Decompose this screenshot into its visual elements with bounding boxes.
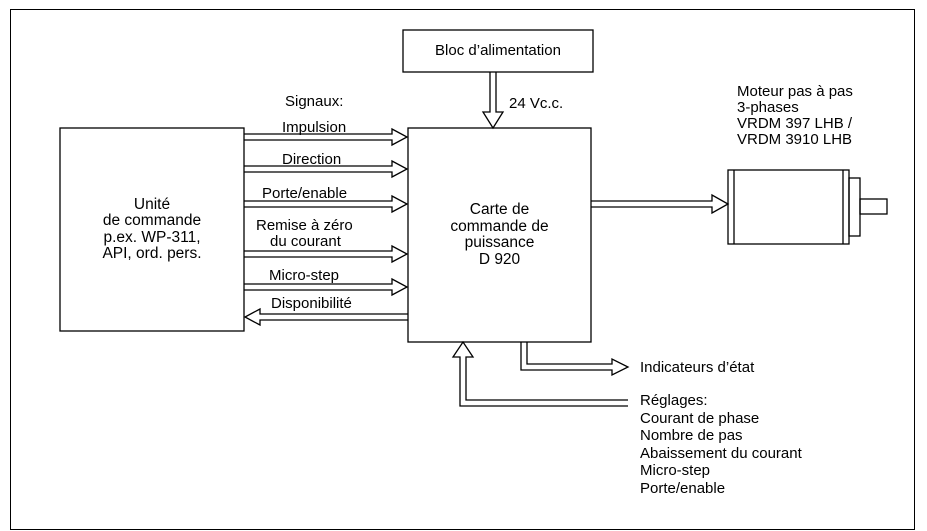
signal-arrow-remise: [244, 244, 409, 264]
power-supply-label: Bloc d’alimentation: [435, 42, 561, 59]
power-card-line: puissance: [464, 234, 535, 251]
settings-item: Porte/enable: [640, 479, 726, 497]
signal-arrow-disponibilite: [243, 307, 408, 327]
settings-heading: Réglages:: [640, 392, 708, 409]
signal-label-microstep: Micro-step: [269, 267, 340, 284]
motor-label-line: VRDM 397 LHB /: [737, 115, 853, 132]
control-unit-box: [59, 127, 245, 332]
signal-label-disponibilite: Disponibilité: [271, 295, 352, 312]
signal-arrow-porte: [244, 194, 409, 214]
signal-arrow-microstep: [244, 277, 409, 297]
motor-label-line: Moteur pas à pas: [737, 83, 853, 100]
control-unit-text: Unité de commande p.ex. WP-311, API, ord…: [60, 128, 244, 331]
signal-arrow-direction: [244, 159, 409, 179]
signal-label-remise-1: Remise à zéro: [256, 217, 353, 234]
motor-label-line: 3-phases: [737, 99, 799, 116]
signal-label-direction: Direction: [282, 151, 342, 168]
power-card-line: D 920: [478, 250, 521, 268]
motor-shaft: [859, 198, 888, 215]
power-card-line: Carte de: [469, 201, 530, 218]
settings-item: Abaissement du courant: [640, 444, 802, 462]
status-indicators-label: Indicateurs d’état: [640, 359, 755, 376]
motor-body: [727, 169, 850, 245]
motor-flange: [848, 177, 861, 237]
signals-heading: Signaux:: [285, 93, 344, 110]
settings-arrow: [451, 340, 628, 407]
supply-arrow: [481, 72, 505, 130]
signal-label-porte: Porte/enable: [262, 185, 348, 202]
settings-item: Courant de phase: [640, 409, 760, 427]
control-unit-line: Unité: [133, 195, 171, 213]
signal-label-remise-2: du courant: [270, 233, 341, 250]
power-supply-box: [402, 29, 594, 73]
signal-label-impulsion: Impulsion: [282, 119, 347, 136]
motor-label: Moteur pas à pas 3-phases VRDM 397 LHB /…: [737, 84, 853, 148]
power-card-text: Carte de commande de puissance D 920: [408, 128, 591, 342]
settings-item: Micro-step: [640, 462, 711, 479]
diagram-frame: [10, 9, 915, 530]
control-unit-line: API, ord. pers.: [102, 245, 202, 262]
control-unit-line: de commande: [102, 212, 202, 229]
settings-item: Nombre de pas: [640, 427, 743, 444]
power-card-line: commande de: [450, 217, 549, 235]
signal-arrow-impulsion: [244, 127, 409, 147]
settings-list: Réglages: Courant de phase Nombre de pas…: [640, 392, 802, 497]
power-card-box: [407, 127, 592, 343]
control-unit-line: p.ex. WP-311,: [103, 228, 201, 246]
motor-label-line: VRDM 3910 LHB: [737, 131, 853, 148]
motor-arrow: [591, 193, 730, 215]
supply-voltage-label: 24 Vc.c.: [509, 95, 564, 112]
status-arrow: [520, 342, 630, 377]
